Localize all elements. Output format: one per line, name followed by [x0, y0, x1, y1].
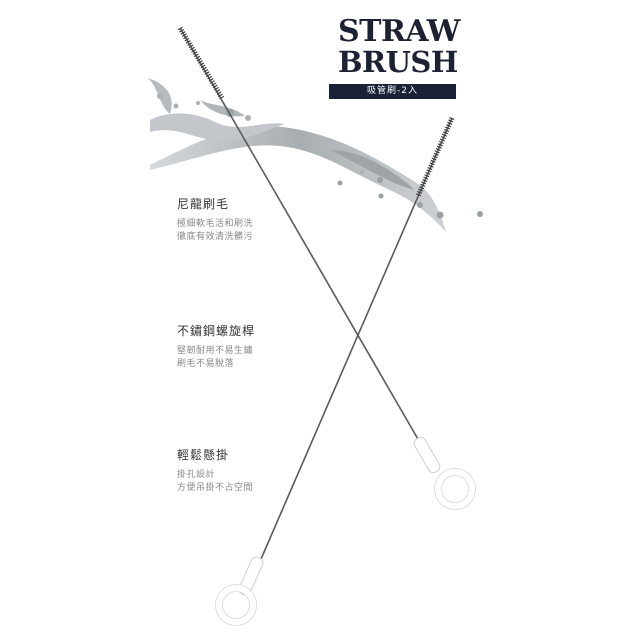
feature-desc-line: 刷毛不易脫落	[177, 359, 235, 369]
feature-easy-hanging: 輕鬆懸掛 掛孔設計 方便吊掛不占空間	[177, 446, 253, 495]
feature-heading: 不鏽鋼螺旋桿	[177, 324, 256, 338]
brush-bristles	[177, 26, 225, 100]
title-line-2: BRUSH	[338, 45, 458, 79]
feature-nylon-bristles: 尼龍刷毛 極細軟毛活和刷洗 徹底有效清洗髒污	[177, 195, 253, 244]
feature-heading: 輕鬆懸掛	[177, 448, 230, 462]
hanging-ring	[434, 468, 476, 510]
straw-brush-1	[177, 26, 476, 510]
straw-brush-2	[215, 117, 455, 626]
brush-handle	[238, 556, 264, 596]
subtitle-banner: 吸管刷-2入	[329, 84, 456, 99]
feature-desc-line: 方便吊掛不占空間	[177, 483, 254, 493]
feature-desc-line: 掛孔設計	[177, 470, 216, 480]
feature-steel-rod: 不鏽鋼螺旋桿 堅韌耐用不易生鏽 刷毛不易脫落	[177, 322, 255, 371]
brush-bristles	[415, 117, 455, 197]
water-splash	[148, 78, 483, 232]
product-title: STRAW BRUSH	[338, 16, 460, 79]
feature-desc-line: 徹底有效清洗髒污	[177, 232, 254, 242]
brush-handle	[413, 436, 441, 474]
feature-heading: 尼龍刷毛	[177, 197, 230, 211]
feature-desc-line: 堅韌耐用不易生鏽	[177, 346, 254, 356]
hanging-ring	[215, 584, 257, 626]
title-line-1: STRAW	[338, 14, 460, 49]
feature-desc-line: 極細軟毛活和刷洗	[177, 219, 254, 229]
